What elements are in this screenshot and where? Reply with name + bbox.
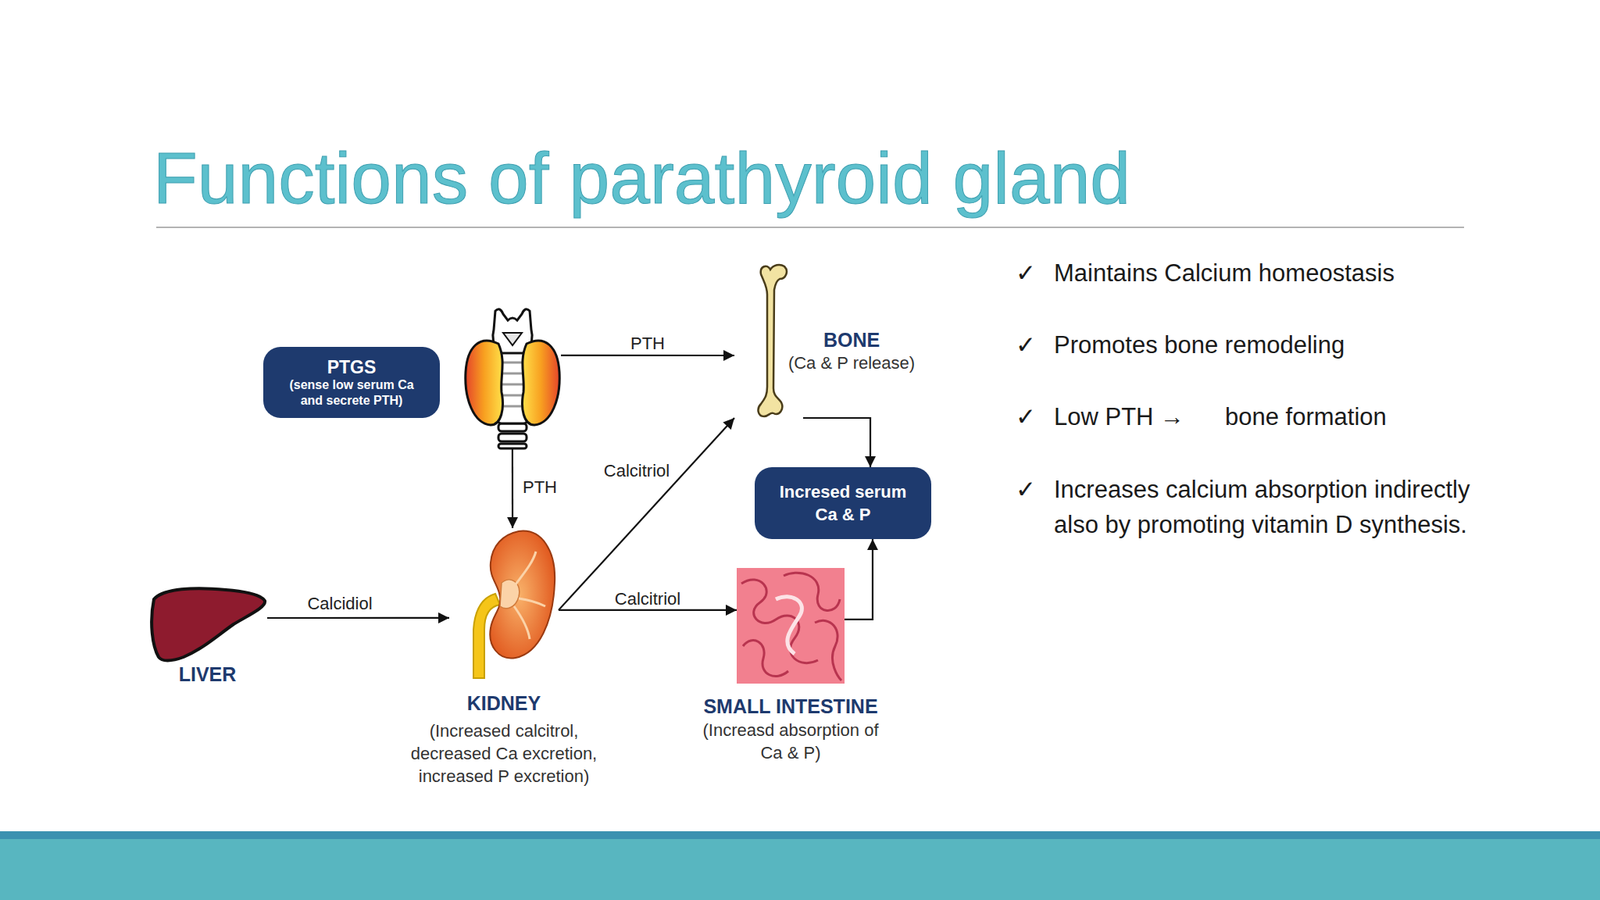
node-heading: BONE	[777, 328, 926, 352]
bullet-text: Increases calcium absorption indirectly …	[1053, 471, 1492, 543]
filled-box: Incresed serum Ca & P	[754, 467, 932, 540]
flow-arrow	[844, 539, 873, 620]
bullet-text: bone formation	[1225, 399, 1460, 435]
edge-label: Calcidiol	[277, 592, 403, 615]
node-heading: PTGS	[327, 357, 377, 378]
slide-title: Functions of parathyroid gland	[153, 142, 1131, 215]
filled-box: PTGS(sense low serum Ca and secrete PTH)	[263, 346, 440, 418]
check-mark: ✓	[1015, 471, 1047, 508]
check-mark: ✓	[1015, 399, 1047, 435]
bone-organ: BONE(Ca & P release)	[734, 263, 926, 418]
trachea-ring	[498, 433, 527, 442]
intestine-background	[736, 567, 845, 684]
footer-band	[0, 839, 1600, 900]
intestine-organ: SMALL INTESTINE(Increasd absorption of C…	[736, 567, 845, 760]
femur-bone	[758, 264, 787, 417]
bullet-text: Maintains Calcium homeostasis	[1053, 255, 1539, 291]
result-box: Incresed serum Ca & P	[754, 467, 932, 540]
kidney-illustration	[473, 531, 555, 679]
node-description: (sense low serum Ca and secrete PTH)	[281, 377, 422, 409]
intestine-highlight	[775, 596, 802, 654]
femur-illustration	[758, 264, 787, 417]
edge-label: Calcitriol	[585, 588, 711, 611]
node-heading: SMALL INTESTINE	[692, 694, 889, 718]
edge-label: Calcitriol	[574, 460, 700, 483]
bullet-text: Promotes bone remodeling	[1053, 327, 1539, 363]
edge-label: PTH	[585, 332, 711, 355]
flow-arrow	[511, 449, 514, 529]
footer-stripe	[0, 831, 1600, 840]
node-description: (Ca & P release)	[777, 351, 926, 375]
intestine-loops	[741, 572, 842, 681]
liver-illustration	[151, 588, 265, 661]
node-description: (Increasd absorption of Ca & P)	[692, 718, 889, 765]
thyroid-lobe	[522, 340, 561, 425]
flow-arrow	[558, 417, 735, 611]
flow-arrow	[267, 617, 450, 619]
calyx-lines	[514, 551, 546, 640]
check-mark: ✓	[1015, 255, 1047, 291]
node-heading: Incresed serum Ca & P	[772, 480, 914, 526]
kidney-organ: KIDNEY(Increased calcitrol, decreased Ca…	[449, 528, 559, 790]
title-rule	[156, 226, 1465, 229]
intestine-illustration	[736, 567, 845, 684]
node-description: (Increased calcitrol, decreased Ca excre…	[402, 719, 606, 788]
trachea-ring	[498, 443, 527, 449]
edge-label: PTH	[477, 476, 603, 499]
thyroid-lobe	[465, 340, 504, 425]
node-heading: LIVER	[132, 662, 283, 686]
liver-shape	[151, 588, 265, 661]
node-heading: KIDNEY	[402, 691, 606, 715]
check-mark: ✓	[1015, 327, 1047, 363]
thyroid-illustration	[465, 309, 560, 449]
sensor-box: PTGS(sense low serum Ca and secrete PTH)	[263, 306, 561, 450]
bullet-text: Low PTH →	[1053, 399, 1211, 435]
flow-arrow	[560, 354, 735, 357]
cartilage-notch	[503, 332, 522, 346]
kidney-shape	[489, 531, 555, 659]
flow-arrow	[558, 609, 737, 611]
flow-arrow	[803, 417, 871, 468]
liver-organ: LIVER	[147, 583, 268, 688]
